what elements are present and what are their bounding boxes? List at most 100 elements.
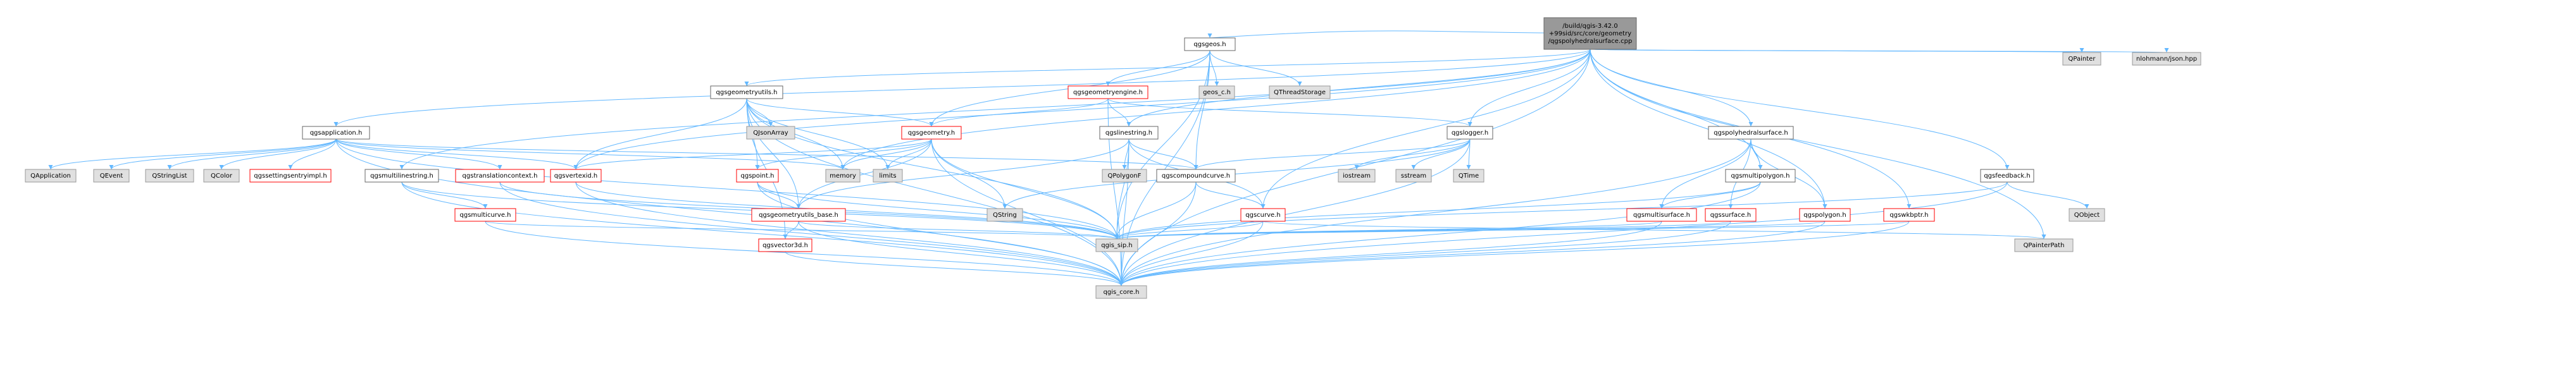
edge-arrowhead-qgsapplication-to-qcolor [219,165,224,169]
node-label-qgsgeometryengine: qgsgeometryengine.h [1073,89,1143,96]
edge-arrowhead-qgsgeometry-to-qgspoint [755,165,760,169]
edge-qgslinestring-to-qgis_sip [1116,138,1129,240]
node-qgswkbptr[interactable]: qgswkbptr.h [1883,208,1935,222]
node-box-qgscompoundcurve [1156,169,1236,183]
edge-arrowhead-root-to-qgspainter [2079,48,2084,52]
edge-qgsgeometry-to-qgsvertexid [575,138,932,170]
edge-arrowhead-root-to-qgsgeometryutils [744,82,749,86]
node-qgsmultilinestring[interactable]: qgsmultilinestring.h [364,169,439,183]
node-label-qgis_core: qgis_core.h [1104,289,1140,296]
edge-qgsgeos-to-qgis_sip [1116,50,1210,240]
edge-root-to-qgscurve [1262,49,1591,209]
edge-root-to-qgsmultilinestring [401,49,1591,170]
edge-arrowhead-qgsapplication-to-qgssettingsentryimpl [288,165,293,169]
node-label-qgssurface: qgssurface.h [1710,212,1751,219]
node-qgsvertexid[interactable]: qgsvertexid.h [550,169,602,183]
edge-arrowhead-qgsgeometry-to-qgsvertexid [573,165,578,169]
node-qevent: QEvent [93,169,130,183]
node-qgssettingsentryimpl[interactable]: qgssettingsentryimpl.h [249,169,332,183]
nodes-layer: /build/qgis-3.42.0+99sid/src/core/geomet… [25,17,2201,299]
node-qgscompoundcurve[interactable]: qgscompoundcurve.h [1156,169,1236,183]
edge-qgsgeos-to-qgsgeometryengine [1107,50,1210,87]
node-label-qtime: QTime [1459,173,1479,180]
node-qgsmulticurve[interactable]: qgsmulticurve.h [454,208,516,222]
edge-qgsgeometryutils-to-qgis_sip [746,98,1117,240]
node-label-qgscurve: qgscurve.h [1245,212,1280,219]
node-label-qcolor: QColor [211,173,233,180]
edge-qgsgeometryutils-to-qgsgeometry [746,98,932,127]
node-qgsfeedback[interactable]: qgsfeedback.h [1980,169,2034,183]
node-qgsmultisurface[interactable]: qgsmultisurface.h [1626,208,1697,222]
node-box-geos_c [1198,85,1235,99]
edge-arrowhead-qgsgeos-to-geos_c [1214,82,1219,86]
edge-qgspolyhedralsurface-to-qgis_core [1121,138,1752,286]
node-qgsgeos[interactable]: qgsgeos.h [1184,37,1236,51]
node-box-qgssurface [1705,208,1757,222]
node-box-nlohmann [2132,52,2201,66]
node-qgspainter: QPainter [2062,52,2101,66]
edge-qgsapplication-to-qgssettingsentryimpl [290,138,337,170]
node-qgssurface[interactable]: qgssurface.h [1705,208,1757,222]
node-label-qgsvector3d: qgsvector3d.h [762,242,808,249]
node-qgspoint[interactable]: qgspoint.h [736,169,779,183]
node-label-qpolygonf: QPolygonF [1108,173,1142,180]
edge-qgspolyhedralsurface-to-qgsmultisurface [1661,138,1752,209]
node-qthreadstorage: QThreadStorage [1269,85,1331,99]
edge-qgsgeometryengine-to-qgsgeometry [931,98,1109,127]
edge-qgsgeometry-to-qgsgeometryutils_base [798,138,932,209]
node-box-qgis_sip [1095,238,1138,252]
node-box-qgsgeometry [901,126,962,140]
edge-arrowhead-qgsgeometryutils_base-to-qgsvector3d [783,235,788,239]
edge-qgspoint-to-qgsgeometryutils_base [757,181,799,209]
edge-arrowhead-root-to-nlohmann [2164,48,2169,52]
node-qgscurve[interactable]: qgscurve.h [1240,208,1286,222]
node-qgspolygon[interactable]: qgspolygon.h [1799,208,1851,222]
node-qgsmultipolygon[interactable]: qgsmultipolygon.h [1725,169,1796,183]
edge-arrowhead-qgslogger-to-sstream [1411,165,1416,169]
node-qgsgeometryutils_base[interactable]: qgsgeometryutils_base.h [751,208,846,222]
node-box-qgssettingsentryimpl [249,169,332,183]
node-box-qgsgeos [1184,37,1236,51]
node-qgsvector3d[interactable]: qgsvector3d.h [758,238,812,252]
node-label-qgssettingsentryimpl: qgssettingsentryimpl.h [254,173,327,180]
node-qgstranslationcontext[interactable]: qgstranslationcontext.h [455,169,545,183]
node-box-qgis_core [1095,285,1147,299]
edge-qgsgeos-to-qthreadstorage [1209,50,1300,87]
node-qgslogger[interactable]: qgslogger.h [1447,126,1493,140]
node-root[interactable]: /build/qgis-3.42.0+99sid/src/core/geomet… [1543,17,1637,50]
node-label-qgslinestring: qgslinestring.h [1105,130,1152,137]
edge-qgspolyhedralsurface-to-qgsmultipolygon [1750,138,1761,170]
node-label-qgstranslationcontext: qgstranslationcontext.h [463,173,538,180]
edge-qgspoint-to-qgis_sip [757,181,1117,240]
node-qtime: QTime [1453,169,1484,183]
edge-arrowhead-qgslogger-to-qgsconfig [1193,165,1198,169]
node-sstream: sstream [1395,169,1432,183]
node-box-qevent [93,169,130,183]
node-box-qgsmultilinestring [364,169,439,183]
node-qgsapplication[interactable]: qgsapplication.h [302,126,370,140]
node-box-qtime [1453,169,1484,183]
node-label-qgsgeometryutils_base: qgsgeometryutils_base.h [759,212,838,219]
node-label-qgsgeometryutils: qgsgeometryutils.h [716,89,778,96]
node-label-qgscompoundcurve: qgscompoundcurve.h [1162,173,1230,180]
node-box-qgscurve [1240,208,1286,222]
edge-arrowhead-qgslogger-to-qtime [1466,165,1471,169]
node-label-qstring: QString [993,212,1017,219]
node-qgsgeometry[interactable]: qgsgeometry.h [901,126,962,140]
edge-arrowhead-qgscompoundcurve-to-qgscurve [1260,204,1266,209]
node-qgslinestring[interactable]: qgslinestring.h [1099,126,1159,140]
node-label-qgspoint: qgspoint.h [741,173,775,180]
edge-arrowhead-root-to-qgspolyhedralsurface [1748,122,1753,126]
node-qgspolyhedralsurface[interactable]: qgspolyhedralsurface.h [1708,126,1794,140]
node-qgis_core: qgis_core.h [1095,285,1147,299]
edge-qgslogger-to-sstream [1413,138,1471,170]
node-qgsgeometryengine[interactable]: qgsgeometryengine.h [1067,85,1148,99]
node-box-qgsgeometryengine [1067,85,1148,99]
edge-qgsfeedback-to-qobject [2007,181,2088,209]
node-qgsgeometryutils[interactable]: qgsgeometryutils.h [710,85,783,99]
edge-qgsgeometry-to-qstring [931,138,1005,209]
node-box-qthreadstorage [1269,85,1331,99]
edge-arrowhead-root-to-qgsfeedback [2005,165,2010,169]
edge-arrowhead-root-to-qgsgeos [1207,34,1212,38]
edge-arrowhead-qgsapplication-to-qstringlist [167,165,172,169]
